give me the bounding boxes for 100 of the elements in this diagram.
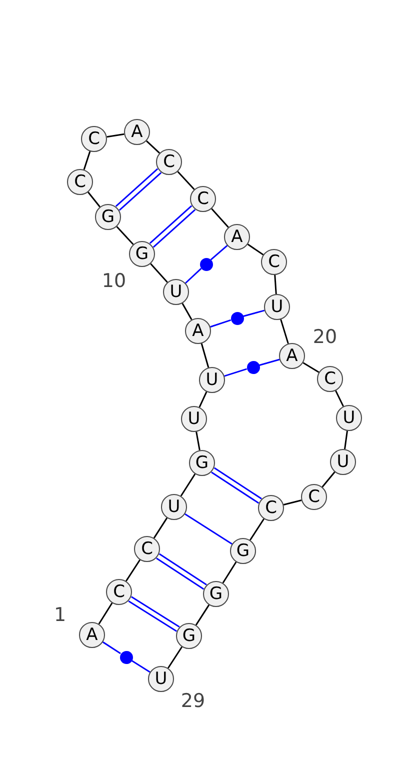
base-letter: A xyxy=(192,322,204,340)
base-pair-line xyxy=(224,368,248,377)
base-pair-line xyxy=(259,358,280,366)
nucleotide-circle xyxy=(279,343,305,369)
base-letter: C xyxy=(324,370,336,388)
position-number: 29 xyxy=(180,691,206,711)
base-letter: C xyxy=(308,488,320,506)
backbone-line xyxy=(198,392,208,408)
backbone-line xyxy=(344,430,348,450)
base-letter: G xyxy=(195,454,209,472)
nucleotide-circle xyxy=(301,484,327,510)
base-letter: U xyxy=(270,298,284,316)
base-letter: U xyxy=(342,410,356,426)
backbone-line xyxy=(247,244,264,256)
base-letter: U xyxy=(336,454,350,470)
nucleotide-circle xyxy=(95,204,121,230)
nucleotide-circle xyxy=(261,249,287,275)
base-letter: U xyxy=(170,284,182,300)
nucleotide-circle xyxy=(106,579,132,605)
base-letter: C xyxy=(74,174,86,190)
nucleotide-circle xyxy=(81,126,107,152)
backbone-line xyxy=(98,602,113,624)
base-pair-line xyxy=(211,472,260,504)
backbone-line xyxy=(249,518,265,541)
base-letter: C xyxy=(197,190,209,208)
backbone-line xyxy=(302,362,320,373)
base-pair-line xyxy=(210,319,232,328)
nucleotide-circle xyxy=(199,367,225,393)
base-letter: G xyxy=(236,542,250,560)
nucleotide-circle xyxy=(190,186,216,212)
nucleotide-circle xyxy=(161,494,187,520)
base-letter: C xyxy=(88,130,100,148)
nucleotide-circle xyxy=(336,405,362,431)
base-letter: A xyxy=(131,124,143,140)
base-letter: A xyxy=(286,348,298,364)
base-letter: U xyxy=(206,372,218,388)
position-number: 20 xyxy=(312,327,338,347)
base-pair-dot xyxy=(120,650,132,664)
nucleotide-circle xyxy=(79,622,105,648)
backbone-line xyxy=(222,562,237,584)
base-pair-dot xyxy=(230,312,244,324)
base-letter: C xyxy=(265,500,277,516)
backbone-line xyxy=(153,518,168,538)
nucleotide-circle xyxy=(163,279,189,305)
nucleotide-circle xyxy=(124,119,150,145)
backbone-line xyxy=(274,274,277,294)
base-letter: C xyxy=(113,584,125,600)
backbone-line xyxy=(146,140,160,154)
base-letter: C xyxy=(141,540,153,558)
backbone-line xyxy=(335,390,344,407)
nucleotide-circle xyxy=(181,406,207,432)
nucleotide-circle xyxy=(134,536,160,562)
backbone-line xyxy=(200,343,210,368)
nucleotide-circle xyxy=(330,449,356,475)
base-pair-line xyxy=(131,660,150,673)
backbone-line xyxy=(322,472,336,488)
backbone-line xyxy=(177,171,195,190)
backbone-line xyxy=(88,192,100,208)
backbone-line xyxy=(83,151,91,170)
base-letter: U xyxy=(154,670,168,688)
backbone-line xyxy=(196,432,200,450)
nucleotide-circle xyxy=(148,666,174,692)
base-letter: G xyxy=(101,208,115,226)
base-letter: A xyxy=(231,228,243,246)
base-pair-line xyxy=(243,310,265,317)
base-pair-dot xyxy=(246,360,260,374)
base-letter: C xyxy=(268,254,280,270)
base-pair-line xyxy=(214,467,262,500)
backbone-line xyxy=(150,263,168,283)
backbone-line xyxy=(283,500,302,506)
base-letter: G xyxy=(135,246,149,262)
base-letter: U xyxy=(168,498,180,516)
base-pair-dot xyxy=(200,258,212,270)
backbone-line xyxy=(106,133,124,138)
backbone-line xyxy=(211,208,229,228)
backbone-line xyxy=(167,646,183,669)
base-pair-line xyxy=(158,553,207,586)
nucleotide-circle xyxy=(185,318,211,344)
nucleotide-circle xyxy=(258,495,284,521)
backbone-line xyxy=(195,604,210,626)
base-pair-line xyxy=(102,641,121,654)
backbone-line xyxy=(180,474,196,496)
base-pair-line xyxy=(156,558,204,590)
base-letter: G xyxy=(209,586,223,602)
base-letter: A xyxy=(86,626,98,644)
nucleotide-circle xyxy=(156,149,182,175)
base-pair-line xyxy=(210,244,228,260)
nucleotide-circle xyxy=(264,294,290,320)
backbone-line xyxy=(182,302,192,320)
position-number: 1 xyxy=(54,605,66,625)
nucleotide-circle xyxy=(203,581,229,607)
position-number: 10 xyxy=(102,271,126,291)
backbone-line xyxy=(125,559,141,582)
base-letter: C xyxy=(163,154,175,170)
backbone-line xyxy=(280,319,289,344)
nucleotide-circle xyxy=(224,224,250,250)
nucleotide-circle xyxy=(129,241,155,267)
nucleotide-circle xyxy=(230,538,256,564)
base-pair-line xyxy=(184,513,232,545)
base-letter: U xyxy=(188,410,200,428)
